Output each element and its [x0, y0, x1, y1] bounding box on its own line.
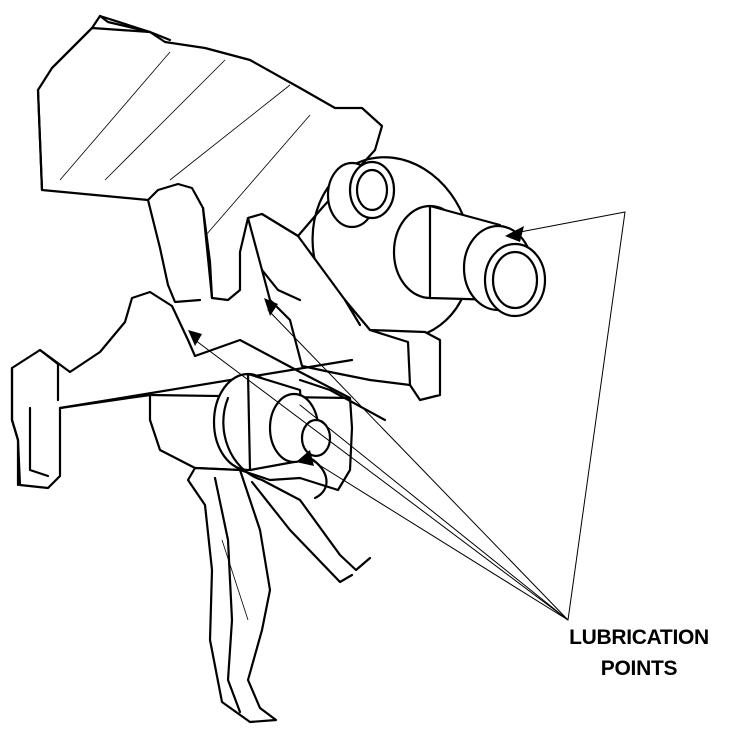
upper-pin [326, 160, 396, 229]
trigger-pin [212, 372, 332, 472]
hammer [36, 14, 473, 340]
trigger-spring [222, 378, 387, 584]
label-line-1: LUBRICATION [569, 626, 709, 649]
disconnector [246, 212, 442, 402]
arrow-icon [296, 450, 314, 466]
lubrication-arrows [188, 226, 524, 466]
hammer-pin [392, 204, 547, 318]
arrow-icon [264, 298, 278, 316]
arrow-icon [188, 330, 202, 346]
arrow-icon [505, 226, 524, 242]
label-line-2: POINTS [600, 657, 678, 680]
lubrication-points-label: LUBRICATION POINTS [548, 622, 730, 684]
leader-lines [194, 211, 626, 621]
